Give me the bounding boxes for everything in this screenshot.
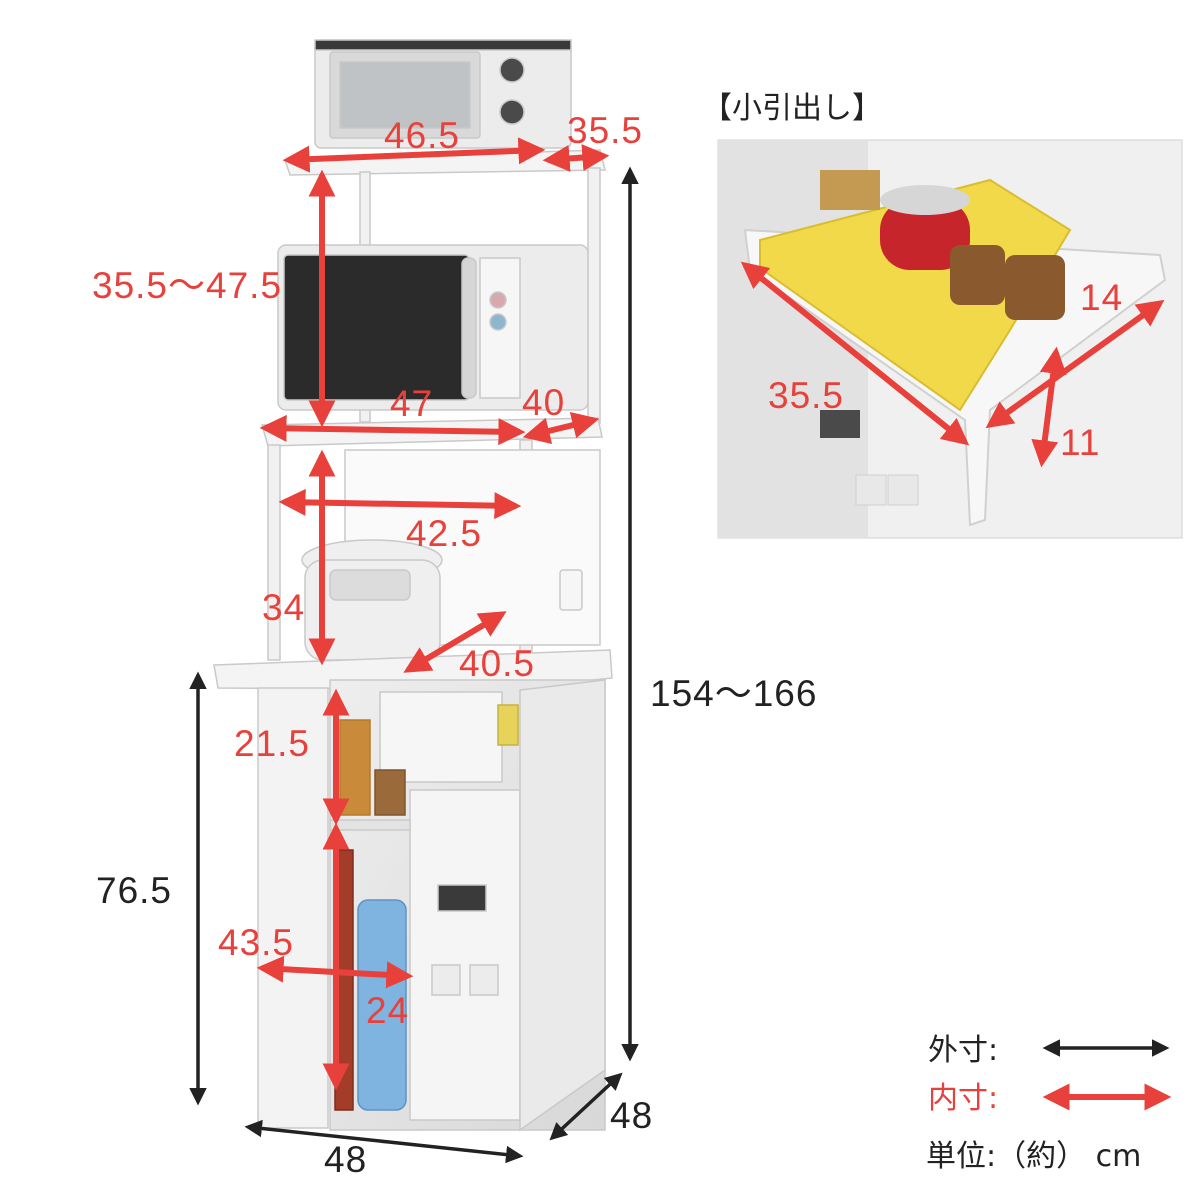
micro-shelf-width-arrow xyxy=(259,414,526,446)
drawer-height-label: 11 xyxy=(1060,422,1100,463)
top-shelf-width-arrow xyxy=(282,137,546,173)
legend-outer-label: 外寸: xyxy=(928,1033,998,1068)
drawer-depth-arrow xyxy=(985,299,1165,429)
drawer-width-label: 35.5 xyxy=(768,375,844,416)
micro-shelf-width-label: 47 xyxy=(390,383,433,424)
legend: 外寸: 内寸: 単位:（約） cm xyxy=(926,1033,1172,1174)
slide-width-arrow xyxy=(278,488,522,520)
micro-shelf-depth-arrow xyxy=(522,411,600,445)
top-shelf-width-label: 46.5 xyxy=(384,115,460,156)
overall-depth-label: 48 xyxy=(610,1095,653,1136)
slide-width-label: 42.5 xyxy=(406,513,482,554)
drawer-clearance-label: 21.5 xyxy=(234,723,310,764)
cabinet-depth-label: 24 xyxy=(366,990,409,1031)
total-height-label: 154～166 xyxy=(650,673,817,714)
cabinet-width-label: 43.5 xyxy=(218,922,294,963)
slide-depth-arrow xyxy=(403,611,507,673)
drawer-width-arrow xyxy=(740,261,970,446)
overall-depth-arrow xyxy=(549,1072,623,1141)
top-shelf-depth-label: 35.5 xyxy=(567,110,643,151)
drawer-inset: 【小引出し】 35.5 14 11 xyxy=(702,91,1183,539)
drawer-height-arrow xyxy=(1031,346,1067,468)
legend-inner-label: 内寸: xyxy=(928,1081,998,1116)
micro-shelf-depth-label: 40 xyxy=(522,382,565,423)
overall-width-arrow xyxy=(244,1119,524,1164)
base-height-label: 76.5 xyxy=(96,870,172,911)
legend-unit-label: 単位:（約） cm xyxy=(926,1139,1141,1174)
slide-depth-label: 40.5 xyxy=(459,643,535,684)
drawer-depth-label: 14 xyxy=(1080,277,1123,318)
toaster-oven xyxy=(314,39,572,149)
slide-clearance-label: 34 xyxy=(262,587,305,628)
cabinet-width-arrow xyxy=(256,955,414,989)
dimension-labels: 46.5 35.5 35.5～47.5 47 40 42.5 34 40.5 2… xyxy=(92,110,817,1180)
top-shelf-depth-arrow xyxy=(542,144,610,172)
dimension-arrows xyxy=(189,137,639,1164)
drawer-inset-title: 【小引出し】 xyxy=(702,91,882,126)
overall-width-label: 48 xyxy=(324,1139,367,1180)
top-clearance-label: 35.5～47.5 xyxy=(92,265,282,306)
